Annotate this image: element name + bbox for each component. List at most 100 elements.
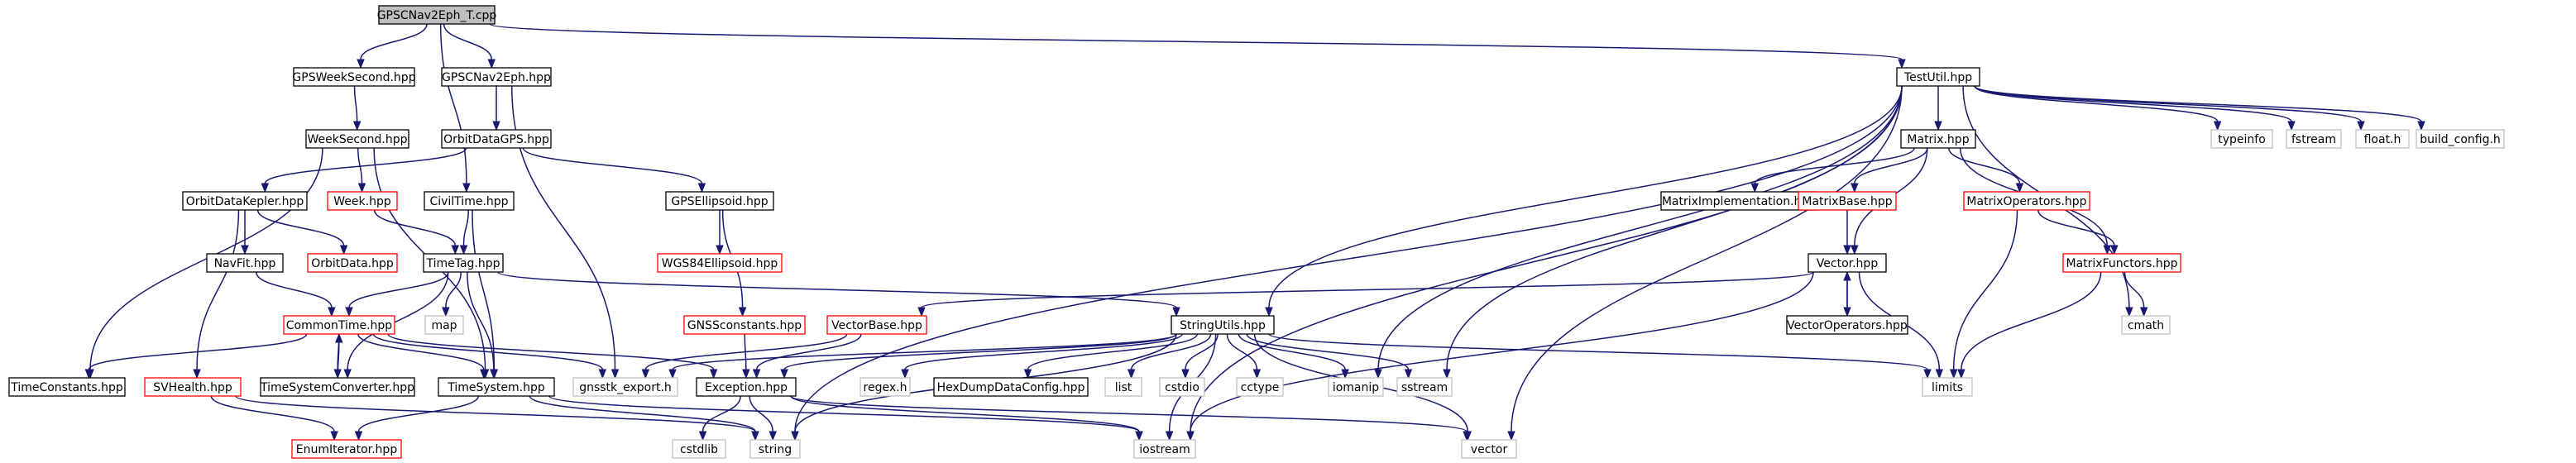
edge-arrowhead <box>330 431 338 442</box>
edge-arrowhead <box>354 431 363 442</box>
edge-line <box>462 209 469 246</box>
node-label: sstream <box>1401 381 1448 394</box>
edge-timetag-to-commontime <box>345 271 449 317</box>
node-orbitdata[interactable]: OrbitData.hpp <box>307 253 398 273</box>
edge-stringutils-to-exception <box>780 333 1177 379</box>
node-week[interactable]: Week.hpp <box>327 191 398 211</box>
node-matrixbase[interactable]: MatrixBase.hpp <box>1798 191 1897 211</box>
edge-stringutils-to-gnsstkexport <box>668 333 1177 379</box>
node-vector[interactable]: Vector.hpp <box>1808 253 1887 273</box>
edge-stringutils-to-cctype <box>1226 333 1262 379</box>
edge-line <box>88 333 308 370</box>
edge-line <box>347 271 449 370</box>
node-testutil[interactable]: TestUtil.hpp <box>1896 67 1980 87</box>
edge-stringutils-to-regexh <box>901 333 1183 379</box>
node-box <box>1786 315 1908 335</box>
node-label: float.h <box>2364 133 2401 146</box>
node-label: GPSWeekSecond.hpp <box>292 71 415 84</box>
edge-testutil-to-fstream <box>1974 85 2296 131</box>
node-timeconstants[interactable]: TimeConstants.hpp <box>8 377 126 397</box>
node-gnssconstants[interactable]: GNSSconstants.hpp <box>683 315 806 335</box>
edge-line <box>235 395 756 432</box>
edge-commontime-to-timeconstants <box>84 333 308 379</box>
edge-arrowhead <box>357 183 366 193</box>
node-enumiterator[interactable]: EnumIterator.hpp <box>291 439 402 459</box>
edge-arrowhead <box>261 183 270 193</box>
edge-line <box>1974 85 2422 122</box>
edge-arrowhead <box>1949 369 1958 379</box>
node-hexdump[interactable]: HexDumpDataConfig.hpp <box>933 377 1089 397</box>
node-matriximpl[interactable]: MatrixImplementation.hpp <box>1660 191 1817 211</box>
edge-arrowhead <box>1186 431 1195 442</box>
node-gpscnav2eph[interactable]: GPSCNav2Eph.hpp <box>441 67 552 87</box>
node-svhealth[interactable]: SVHealth.hpp <box>144 377 242 397</box>
edge-line <box>790 395 1140 432</box>
edge-line <box>904 333 1183 370</box>
node-vectoroperators[interactable]: VectorOperators.hpp <box>1786 315 1908 335</box>
node-fstream: fstream <box>2286 129 2342 149</box>
node-orbitdatagps[interactable]: OrbitDataGPS.hpp <box>441 129 552 149</box>
node-label: OrbitData.hpp <box>311 257 394 270</box>
node-label: TimeConstants.hpp <box>10 381 123 394</box>
node-wgs84[interactable]: WGS84Ellipsoid.hpp <box>657 253 783 273</box>
edge-arrowhead <box>1750 183 1760 193</box>
node-navfit[interactable]: NavFit.hpp <box>206 253 284 273</box>
node-box <box>291 439 402 459</box>
edge-exception-to-cstdlib <box>698 395 741 442</box>
edge-line <box>644 333 848 370</box>
edge-line <box>701 395 741 432</box>
edge-arrowhead <box>345 307 353 317</box>
node-box <box>8 377 126 397</box>
node-timesystemconverter[interactable]: TimeSystemConverter.hpp <box>260 377 415 397</box>
node-box <box>2121 315 2171 335</box>
edge-arrowhead <box>738 307 747 317</box>
edge-line <box>1377 85 1903 370</box>
node-gpsweeksecond[interactable]: GPSWeekSecond.hpp <box>292 67 416 87</box>
edge-arrowhead <box>752 369 761 379</box>
node-label: TestUtil.hpp <box>1903 71 1972 84</box>
edge-gnssconstants-to-exception <box>742 333 750 379</box>
node-label: string <box>759 443 792 456</box>
edge-line <box>1974 85 2219 122</box>
edge-week-to-timetag <box>373 209 459 255</box>
node-timetag[interactable]: TimeTag.hpp <box>423 253 504 273</box>
edge-arrowhead <box>343 369 352 379</box>
node-weeksecond[interactable]: WeekSecond.hpp <box>305 129 409 149</box>
node-box <box>423 253 504 273</box>
edge-vector-to-iostream <box>1186 271 1814 442</box>
node-exception[interactable]: Exception.hpp <box>696 377 797 397</box>
node-timesystem[interactable]: TimeSystem.hpp <box>438 377 555 397</box>
node-orbitdatakepler[interactable]: OrbitDataKepler.hpp <box>182 191 308 211</box>
node-label: cstdlib <box>680 443 718 456</box>
edge-line <box>357 333 485 370</box>
node-label: OrbitDataGPS.hpp <box>443 133 549 146</box>
edge-arrowhead <box>1934 121 1942 131</box>
edge-testutil-to-iomanip <box>1374 85 1903 379</box>
node-gpsellipsoid[interactable]: GPSEllipsoid.hpp <box>665 191 774 211</box>
edge-gpscnav2eph-to-orbitdatagps <box>492 85 500 131</box>
edge-line <box>1246 333 1410 370</box>
edge-arrowhead <box>352 121 362 131</box>
edge-root-to-gpsweeksecond <box>357 23 428 69</box>
edge-arrowhead <box>2417 121 2425 131</box>
node-matrixoperators[interactable]: MatrixOperators.hpp <box>1963 191 2090 211</box>
node-map: map <box>424 315 464 335</box>
node-matrix[interactable]: Matrix.hpp <box>1900 129 1976 149</box>
edge-commontime-to-exception <box>387 333 718 379</box>
node-box <box>293 67 415 87</box>
node-civiltime[interactable]: CivilTime.hpp <box>424 191 515 211</box>
node-stringutils[interactable]: StringUtils.hpp <box>1171 315 1275 335</box>
node-matrixfunctors[interactable]: MatrixFunctors.hpp <box>2062 253 2181 273</box>
edge-arrowhead <box>598 369 607 379</box>
edge-civiltime-to-timetag <box>459 209 469 255</box>
edge-line <box>372 333 604 370</box>
edge-line <box>1226 333 1258 370</box>
node-vectorbase[interactable]: VectorBase.hpp <box>826 315 927 335</box>
edge-arrowhead <box>451 245 459 255</box>
node-commontime[interactable]: CommonTime.hpp <box>283 315 395 335</box>
node-box <box>441 129 552 149</box>
edge-arrowhead <box>1265 307 1273 317</box>
edge-arrowhead <box>328 307 336 317</box>
edge-commontime-to-gnsstkexport <box>372 333 607 379</box>
edge-arrowhead <box>1851 245 1859 255</box>
